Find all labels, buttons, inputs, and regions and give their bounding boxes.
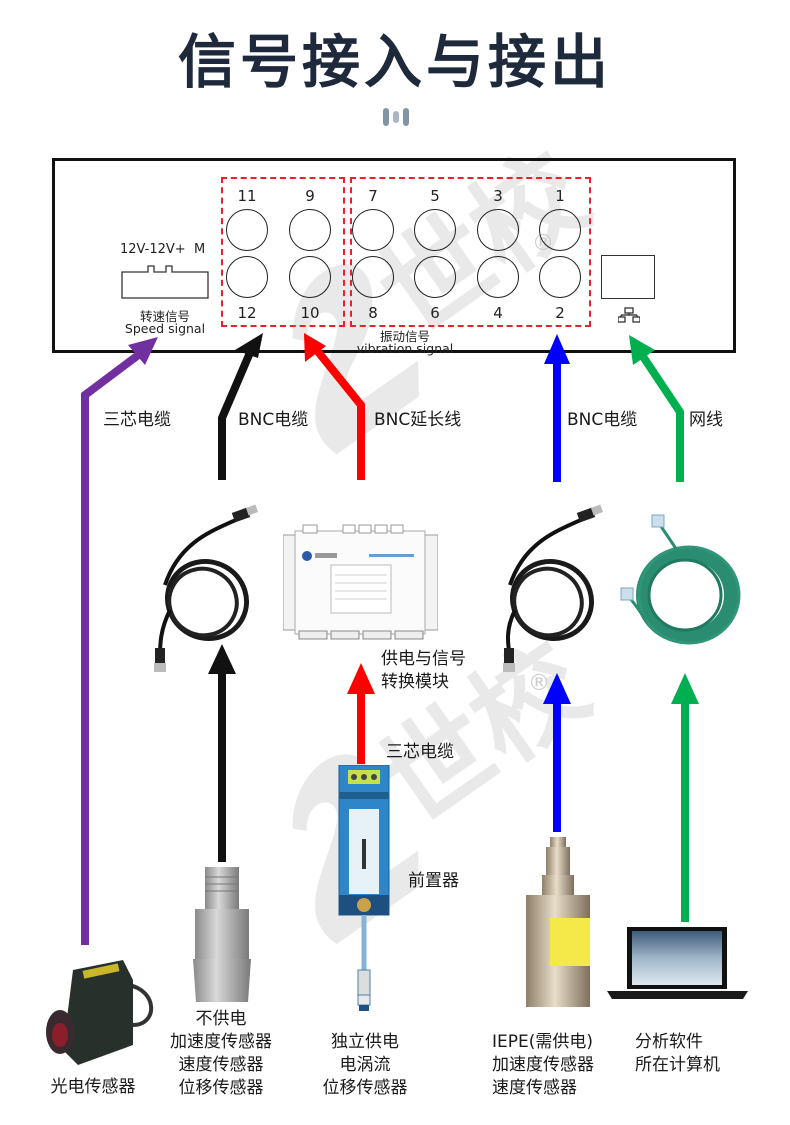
red-cable-label: BNC延长线 [374,410,462,430]
module-label-line2: 转换模块 [381,672,449,692]
preamp-image [338,765,390,1011]
page-title: 信号接入与接出 [177,28,612,96]
port-number: 3 [493,187,503,205]
bnc-port-7[interactable] [352,209,394,251]
bnc-port-3[interactable] [477,209,519,251]
iepe-sensor-image [526,837,590,1007]
network-cable-image [620,514,741,645]
black-arrowhead [235,333,263,358]
bnc-port-11[interactable] [226,209,268,251]
speed-signal-connector[interactable] [120,258,210,300]
eddy-sensor-label-3: 位移传感器 [322,1078,408,1098]
bnc-port-5[interactable] [414,209,456,251]
port-number: 10 [300,304,320,322]
vibration-signal-label-cn: 振动信号 [379,329,430,344]
network-port[interactable] [601,255,655,299]
bnc-port-2[interactable] [539,256,581,298]
eddy-sensor-label-2: 电涡流 [339,1055,391,1075]
green-lower-arrowhead [671,673,699,704]
green-cable-line [636,349,684,482]
vibration-signal-label-en: vibration signal [356,341,454,356]
speed-signal-label-cn: 转速信号 [139,309,190,324]
port-number: 7 [368,187,378,205]
iepe-sensor-label-1: IEPE(需供电) [492,1032,594,1052]
purple-arrowhead [128,337,158,365]
bnc-port-10[interactable] [289,256,331,298]
photo-sensor-image [46,960,154,1065]
black-cable-line [218,346,256,480]
bnc-port-6[interactable] [414,256,456,298]
laptop-image [607,927,748,999]
speed-connector-m-label: M [194,242,206,257]
red-lower-cable-label: 三芯电缆 [386,742,454,762]
blue-arrowhead [544,334,570,364]
port-number: 4 [493,304,503,322]
speed-connector-pins-label: 12V-12V+ [120,242,186,257]
port-number: 6 [430,304,440,322]
purple-cable-line [81,346,148,945]
bnc-port-9[interactable] [289,209,331,251]
photo-sensor-label: 光电传感器 [50,1077,136,1097]
red-arrowhead [304,333,326,362]
unpowered-sensor-image [193,867,251,1002]
signal-conversion-module-image [283,524,438,640]
green-arrowhead [629,335,655,365]
bnc-group-vibration [350,177,591,327]
device-rear-panel [52,158,736,353]
speed-signal-label-en: Speed signal [124,321,206,336]
red-cable-line [311,345,365,480]
green-cable-label: 网线 [689,410,723,430]
eddy-sensor-label-1: 独立供电 [331,1032,399,1052]
bnc-port-4[interactable] [477,256,519,298]
port-number: 9 [305,187,315,205]
bnc-port-12[interactable] [226,256,268,298]
network-icon [618,307,640,323]
port-number: 5 [430,187,440,205]
iepe-sensor-label-3: 速度传感器 [492,1078,577,1098]
iepe-sensor-label-2: 加速度传感器 [492,1055,594,1075]
black-cable-label: BNC电缆 [238,410,309,430]
unpowered-sensor-label-2: 加速度传感器 [170,1032,272,1052]
port-number: 2 [555,304,565,322]
bnc-cable-image-right [503,504,604,672]
module-label-line1: 供电与信号 [381,649,466,669]
unpowered-sensor-label-4: 位移传感器 [178,1078,264,1098]
computer-label-1: 分析软件 [635,1032,703,1052]
black-lower-arrowhead [208,644,236,674]
port-number: 12 [237,304,257,322]
red-lower-arrowhead [347,663,375,694]
unpowered-sensor-label-3: 速度传感器 [178,1055,264,1075]
bnc-port-8[interactable] [352,256,394,298]
title-decoration-icon [383,108,409,126]
purple-cable-label: 三芯电缆 [103,410,171,430]
svg-text:®: ® [528,671,550,696]
bnc-cable-image [154,504,259,672]
bnc-port-1[interactable] [539,209,581,251]
port-number: 8 [368,304,378,322]
unpowered-sensor-label-1: 不供电 [195,1009,247,1029]
preamp-label: 前置器 [408,871,459,891]
port-number: 11 [237,187,257,205]
blue-cable-label: BNC电缆 [567,410,638,430]
port-number: 1 [555,187,565,205]
computer-label-2: 所在计算机 [635,1055,720,1075]
bnc-group-left [221,177,345,327]
blue-lower-arrowhead [543,673,571,704]
